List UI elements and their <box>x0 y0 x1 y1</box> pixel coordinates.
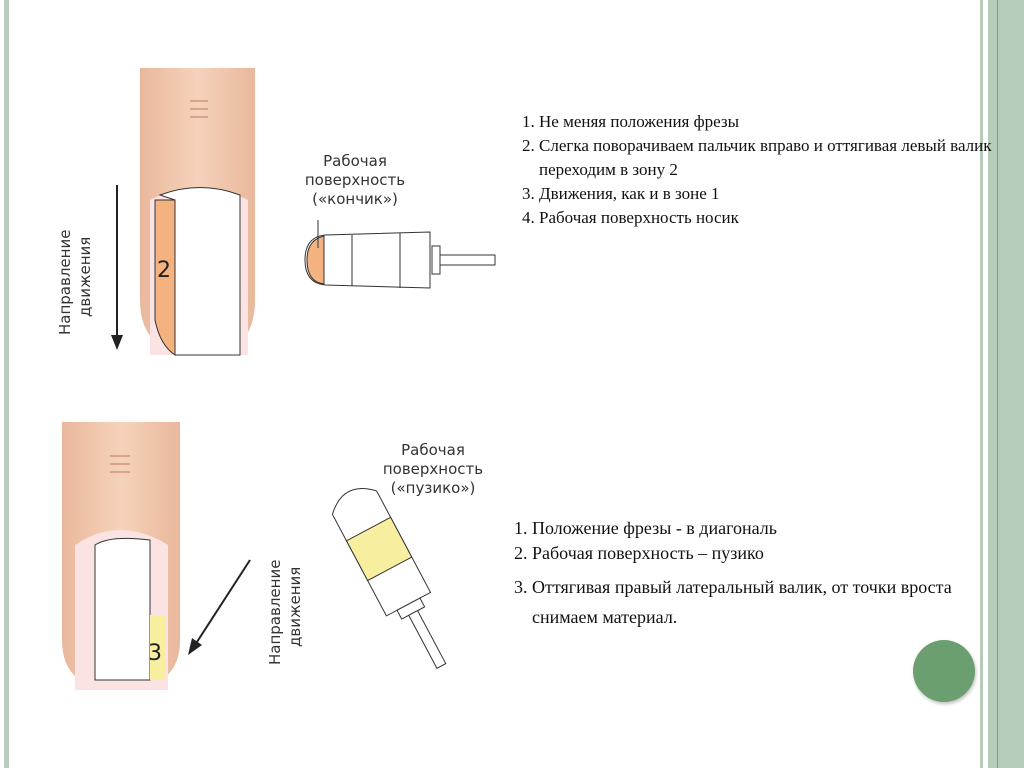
drill-bit-belly-icon <box>331 487 447 669</box>
decorative-circle <box>913 640 975 702</box>
step-item: Движения, как и в зоне 1 <box>539 182 1009 206</box>
steps-list-bottom: Положение фрезы - в диагональ Рабочая по… <box>498 516 1007 632</box>
zone-number: 2 <box>157 258 171 283</box>
slide-right-decoration <box>980 0 1024 768</box>
step-item: Рабочая поверхность носик <box>539 206 1009 230</box>
step-item: Слегка поворачиваем пальчик вправо и отт… <box>539 134 1009 182</box>
direction-arrow-top-icon <box>111 185 123 350</box>
slide-left-border <box>4 0 9 768</box>
step-item: Рабочая поверхность – пузико <box>532 541 1007 566</box>
direction-arrow-bottom-icon <box>188 559 251 655</box>
steps-list-top: Не меняя положения фрезы Слегка поворачи… <box>505 110 1009 230</box>
step-item: Не меняя положения фрезы <box>539 110 1009 134</box>
zone-number: 3 <box>148 641 162 666</box>
finger-top-illustration: 2 <box>140 68 255 356</box>
finger-bottom-illustration: 3 <box>62 422 180 690</box>
drill-bit-tip-icon <box>304 220 496 289</box>
step-item: Оттягивая правый латеральный валик, от т… <box>532 572 1007 632</box>
zone-2-area <box>154 199 176 356</box>
zone-3-area <box>150 615 165 680</box>
step-item: Положение фрезы - в диагональ <box>532 516 1007 541</box>
